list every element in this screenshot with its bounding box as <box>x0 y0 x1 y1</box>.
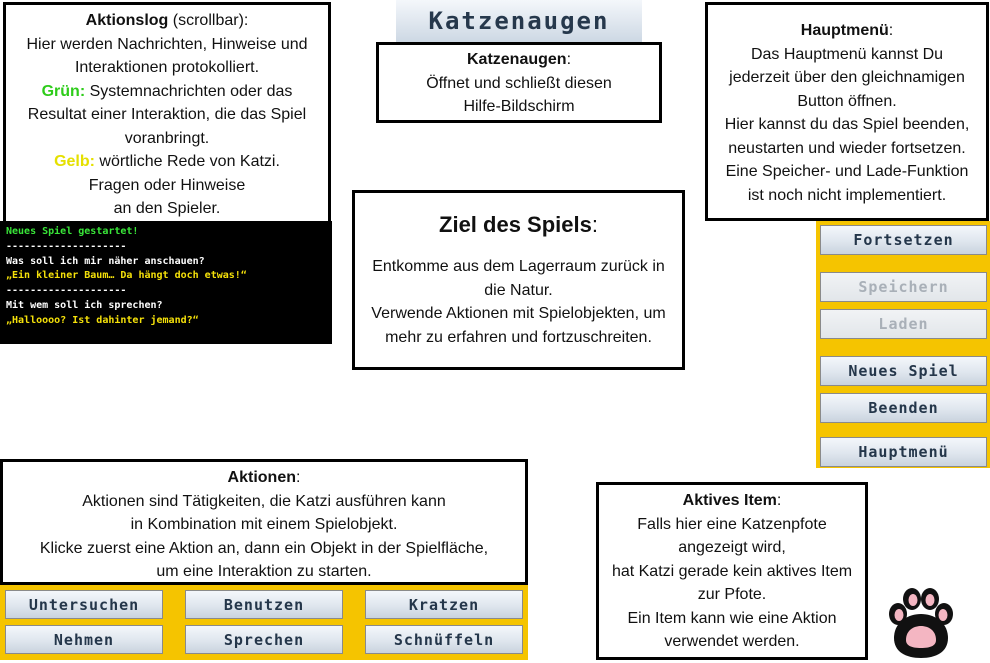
log-entry: Mit wem soll ich sprechen? <box>6 299 163 311</box>
action-sniff-button[interactable]: Schnüffeln <box>365 625 523 654</box>
log-entry: -------------------- <box>6 285 127 297</box>
cat-paw-icon <box>889 588 953 658</box>
goal-title: Ziel des Spiels <box>439 212 592 237</box>
active-item-slot[interactable] <box>884 584 958 658</box>
load-button[interactable]: Laden <box>820 309 987 339</box>
item-help-box: Aktives Item: Falls hier eine Katzenpfot… <box>596 482 868 660</box>
action-take-button[interactable]: Nehmen <box>5 625 163 654</box>
eyes-help-box: Katzenaugen: Öffnet und schließt diesen … <box>376 42 662 123</box>
log-entry: „Halloooo? Ist dahinter jemand?“ <box>6 314 199 326</box>
log-help-box: Aktionslog (scrollbar): Hier werden Nach… <box>3 2 331 221</box>
log-entry: Was soll ich mir näher anschauen? <box>6 255 205 267</box>
log-help-heading: Aktionslog <box>85 12 169 29</box>
action-log[interactable]: Neues Spiel gestartet! -----------------… <box>0 221 332 344</box>
action-examine-button[interactable]: Untersuchen <box>5 590 163 619</box>
actions-help-box: Aktionen: Aktionen sind Tätigkeiten, die… <box>0 459 528 585</box>
new-game-button[interactable]: Neues Spiel <box>820 356 987 386</box>
main-menu-panel <box>816 221 990 468</box>
log-entry: „Ein kleiner Baum… Da hängt doch etwas!“ <box>6 270 247 282</box>
action-talk-button[interactable]: Sprechen <box>185 625 343 654</box>
menu-help-box: Hauptmenü: Das Hauptmenü kannst Du jeder… <box>705 2 989 221</box>
save-button[interactable]: Speichern <box>820 272 987 302</box>
main-menu-button[interactable]: Hauptmenü <box>820 437 987 467</box>
resume-button[interactable]: Fortsetzen <box>820 225 987 255</box>
quit-button[interactable]: Beenden <box>820 393 987 423</box>
eyes-toggle-button[interactable]: Katzenaugen <box>396 0 642 43</box>
log-entry: -------------------- <box>6 240 127 252</box>
action-use-button[interactable]: Benutzen <box>185 590 343 619</box>
action-scratch-button[interactable]: Kratzen <box>365 590 523 619</box>
log-entry: Neues Spiel gestartet! <box>6 226 139 237</box>
goal-help-box: Ziel des Spiels: Entkomme aus dem Lagerr… <box>352 190 685 370</box>
